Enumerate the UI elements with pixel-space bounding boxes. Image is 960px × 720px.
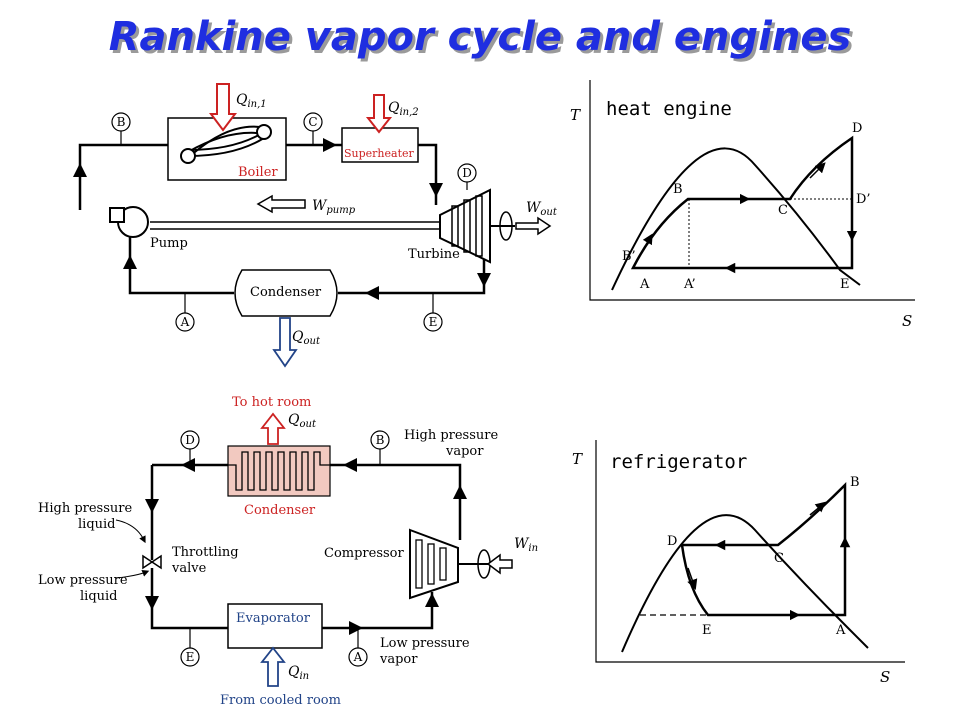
q-in-2-label: Qin,2 [388,100,419,118]
from-cooled-room-label: From cooled room [220,693,341,708]
turbine [439,188,515,264]
boiler [167,117,287,181]
q-in-label: Qin [288,664,309,682]
he-axes [589,80,915,301]
state-b-bottom-marker [370,430,390,450]
he-y-axis-label: T [570,106,581,124]
compressor-label: Compressor [324,546,404,561]
he-point-b-prime: B’ [622,249,636,264]
ref-x-axis-label: S [880,668,890,686]
state-a-bottom-marker [348,647,368,667]
compressor [409,528,492,600]
he-point-d: D [852,121,862,136]
state-b-bottom-label: B [376,433,385,447]
refrigerator-caption: refrigerator [610,451,747,473]
q-in-1-label: Qin,1 [236,92,267,110]
throttling-valve [142,554,162,570]
evaporator-label: Evaporator [236,611,311,626]
hp-liquid-label-2: liquid [78,517,116,532]
condenser-bottom-label: Condenser [244,503,316,518]
pipe-pump-to-boiler [78,143,168,210]
he-x-axis-label: S [902,312,912,330]
state-d-bottom-marker [180,430,200,450]
pump [109,206,149,238]
ref-point-b: B [850,475,860,490]
state-e-marker [423,312,443,332]
state-b-marker [111,112,131,132]
lp-vapor-label-2: vapor [379,652,418,667]
w-pump-arrow [256,194,306,214]
q-out-label: Qout [292,329,321,347]
ref-point-e: E [702,623,712,638]
state-e-label: E [429,315,438,329]
state-d-bottom-label: D [185,433,195,447]
w-in-arrow [486,553,513,575]
heat-engine-plot [589,80,915,301]
pipe-valve-to-evaporator [150,568,228,630]
heat-in-1-arrow [209,83,237,132]
state-d-label: D [462,166,472,180]
ref-saturation-dome [621,514,869,653]
q-out-bottom-label: Qout [288,412,317,430]
ref-axes [595,440,905,663]
state-a-bottom-label: A [353,650,363,664]
evaporator [227,603,323,649]
pipe-evaporator-to-compressor [322,592,434,630]
state-d-marker [457,163,477,183]
pipe-condenser-to-pump [128,235,234,295]
slide-title: Rankine vapor cycle and engines [108,14,852,60]
superheater-label: Superheater [344,147,415,160]
pump-label: Pump [150,236,188,251]
he-cycle-line [630,135,854,270]
heat-engine-caption: heat engine [606,98,732,120]
he-point-e: E [840,277,850,292]
w-in-label: Win [514,536,538,554]
hp-liquid-label-1: High pressure [38,501,132,516]
state-a-marker [175,312,195,332]
lp-vapor-label-1: Low pressure [380,636,470,651]
he-point-d-prime: D’ [856,192,871,207]
lp-liquid-label-1: Low pressure [38,573,128,588]
w-pump-label: Wpump [312,198,356,216]
refrigerator-plot [595,440,905,663]
state-e-bottom-label: E [186,650,195,664]
ref-y-axis-label: T [572,450,583,468]
he-point-b: B [673,182,683,197]
heat-out-arrow [272,317,298,368]
state-c-label: C [308,115,317,129]
state-c-marker [303,112,323,132]
he-point-c: C [778,203,788,218]
hp-vapor-label-1: High pressure [404,428,498,443]
ref-cycle-line [680,481,847,617]
condenser-top-label: Condenser [250,285,322,300]
hp-vapor-label-2: vapor [445,444,484,459]
condenser-top [234,269,338,317]
heat-from-cooled-room-arrow [260,646,286,687]
w-out-arrow [515,216,552,236]
heat-to-hot-room-arrow [260,412,286,445]
throttling-label-1: Throttling [172,545,239,560]
lp-liquid-label-2: liquid [80,589,118,604]
pipe-superheater-to-turbine [418,143,438,205]
to-hot-room-label: To hot room [232,395,311,410]
ref-point-d: D [667,534,677,549]
turbine-label: Turbine [408,247,460,262]
ref-point-a: A [835,623,846,638]
state-a-label: A [180,315,190,329]
w-out-label: Wout [526,200,558,218]
ref-point-c: C [774,551,784,566]
heat-in-2-arrow [365,94,393,134]
state-b-label: B [117,115,126,129]
he-point-a-prime: A’ [683,277,696,292]
throttling-label-2: valve [171,561,207,576]
boiler-label: Boiler [238,165,278,180]
he-point-a: A [639,277,650,292]
rankine-schematic [73,138,491,300]
he-saturation-dome [611,147,861,291]
state-e-bottom-marker [180,647,200,667]
condenser-bottom [227,445,331,497]
